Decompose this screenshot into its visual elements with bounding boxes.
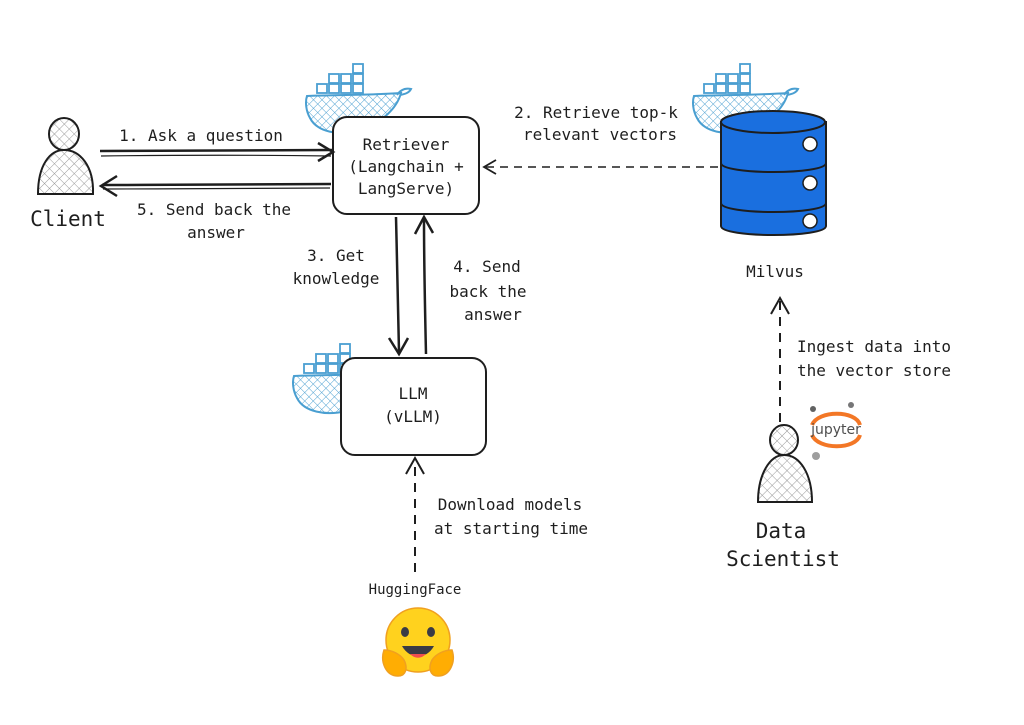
data-scientist-label-1: Data	[756, 519, 807, 543]
edge-get-knowledge: 3. Get knowledge	[293, 216, 410, 357]
edge-send-back-llm-label-3: answer	[464, 305, 522, 324]
client-label: Client	[30, 207, 106, 231]
edge-download-label-1: Download models	[438, 495, 583, 514]
llm-subtitle: (vLLM)	[384, 407, 442, 426]
edge-retrieve-label-2: relevant vectors	[523, 125, 677, 144]
edge-send-back-llm-label-1: 4. Send	[453, 257, 520, 276]
edge-ingest-label-1: Ingest data into	[797, 337, 951, 356]
milvus-node: Milvus	[692, 63, 827, 281]
llm-node: LLM (vLLM)	[292, 343, 487, 456]
edge-ask-label: 1. Ask a question	[119, 126, 283, 145]
jupyter-logo-icon: jupyter	[810, 402, 862, 460]
docker-whale-icon	[305, 63, 413, 135]
milvus-label: Milvus	[746, 262, 804, 281]
edge-ingest: Ingest data into the vector store	[770, 295, 951, 422]
edge-retrieve-label-1: 2. Retrieve top-k	[514, 103, 678, 122]
edge-send-back-llm: 4. Send back the answer	[413, 214, 527, 355]
hugging-face-emoji-icon	[382, 607, 454, 677]
database-icon	[720, 110, 827, 236]
edge-ingest-label-2: the vector store	[797, 361, 951, 380]
retriever-box	[332, 116, 480, 215]
edge-send-back-llm-label-2: back the	[449, 282, 526, 301]
retriever-node: Retriever (Langchain + LangServe)	[305, 63, 480, 215]
person-icon	[756, 424, 814, 503]
data-scientist-label-2: Scientist	[726, 547, 840, 571]
client-node: Client	[30, 117, 106, 231]
edge-retrieve: 2. Retrieve top-k relevant vectors	[482, 103, 718, 175]
edge-send-back-client-label-2: answer	[187, 223, 245, 242]
huggingface-node: HuggingFace	[369, 582, 462, 677]
data-scientist-node: jupyter Data Scientist	[726, 402, 862, 571]
llm-title: LLM	[399, 384, 428, 403]
huggingface-label: HuggingFace	[369, 582, 462, 598]
edge-download-models: Download models at starting time	[405, 455, 588, 572]
retriever-title: Retriever	[363, 135, 450, 154]
jupyter-label: jupyter	[810, 422, 861, 438]
llm-box	[340, 357, 487, 456]
edge-ask-question: 1. Ask a question	[99, 126, 336, 163]
edge-download-label-2: at starting time	[434, 519, 588, 538]
edge-get-knowledge-label-1: 3. Get	[307, 246, 365, 265]
edge-get-knowledge-label-2: knowledge	[293, 269, 380, 288]
person-icon	[36, 117, 95, 195]
retriever-subtitle-1: (Langchain +	[348, 157, 464, 176]
edge-send-back-client-label-1: 5. Send back the	[137, 200, 291, 219]
retriever-subtitle-2: LangServe)	[358, 179, 454, 198]
edge-send-back-client: 5. Send back the answer	[98, 174, 332, 242]
